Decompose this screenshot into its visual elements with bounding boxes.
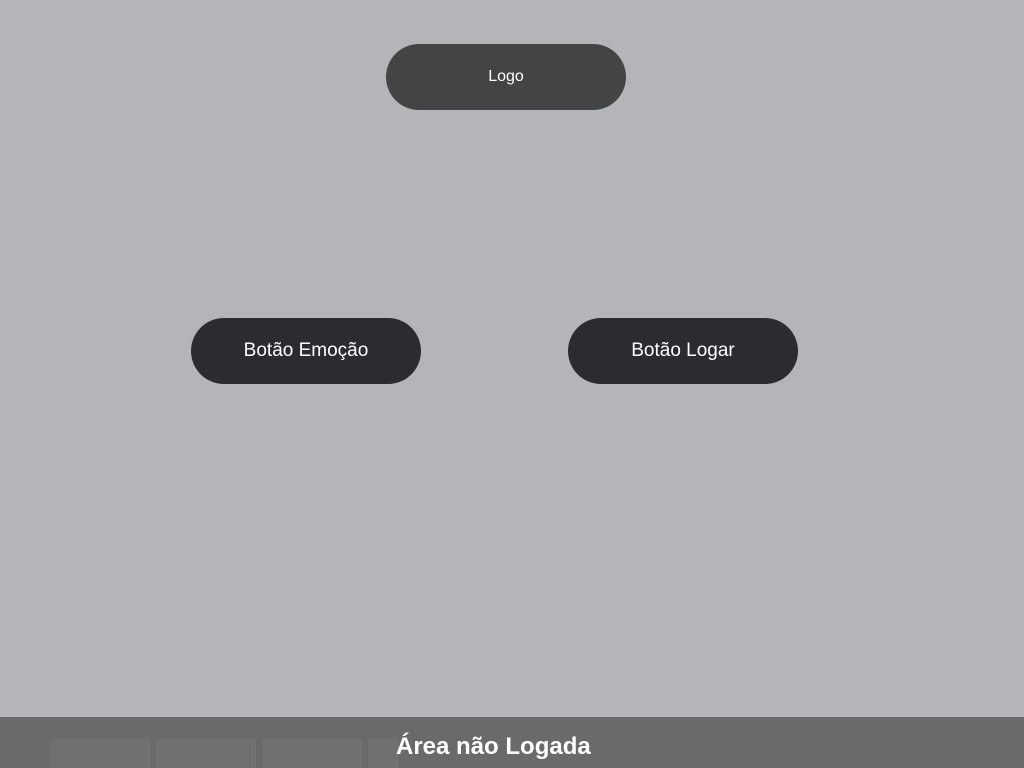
logo-button[interactable]: Logo xyxy=(386,44,626,110)
footer-title: Área não Logada xyxy=(396,733,591,760)
footer-bar: Área não Logada xyxy=(0,717,1024,768)
login-button[interactable]: Botão Logar xyxy=(568,318,798,384)
emotion-button-label: Botão Emoção xyxy=(243,340,369,361)
emotion-button[interactable]: Botão Emoção xyxy=(191,318,421,384)
logo-label: Logo xyxy=(488,68,524,85)
footer-placeholder-block xyxy=(262,739,362,768)
footer-placeholder-block xyxy=(50,739,150,768)
footer-placeholder-block xyxy=(156,739,256,768)
footer-placeholder-block xyxy=(368,739,398,768)
login-button-label: Botão Logar xyxy=(631,340,735,361)
